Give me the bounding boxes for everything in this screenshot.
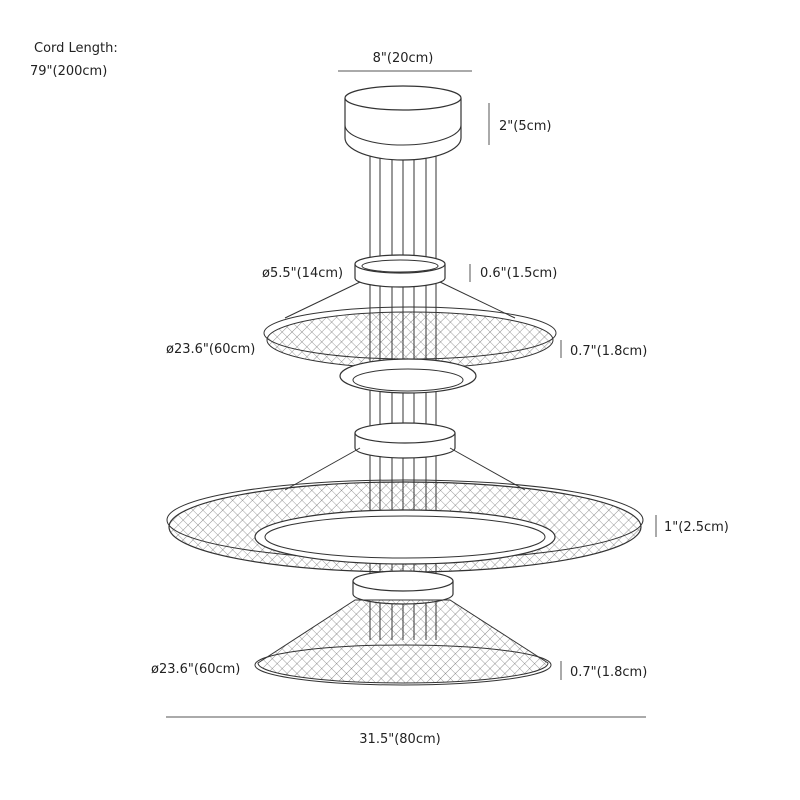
middle-shade — [166, 447, 644, 573]
dimension-lines — [166, 70, 657, 718]
overall-width-label: 31.5"(80cm) — [359, 732, 440, 747]
canopy-width-label: 8"(20cm) — [373, 51, 434, 66]
cord-length-value: 79"(200cm) — [30, 64, 107, 79]
top-ring — [354, 254, 446, 288]
cord-length-label: Cord Length: — [34, 41, 118, 56]
lower-ring — [352, 570, 454, 605]
top-ring-diameter-label: ø5.5"(14cm) — [262, 266, 343, 281]
lower-shade-diameter-label: ø23.6"(60cm) — [151, 662, 240, 677]
lower-shade-height-label: 0.7"(1.8cm) — [570, 665, 647, 680]
upper-shade-diameter-label: ø23.6"(60cm) — [166, 342, 255, 357]
upper-shade — [263, 281, 557, 394]
canopy-height-label: 2"(5cm) — [499, 119, 551, 134]
upper-shade-height-label: 0.7"(1.8cm) — [570, 344, 647, 359]
lower-shade — [254, 599, 552, 686]
top-ring-height-label: 0.6"(1.5cm) — [480, 266, 557, 281]
middle-ring — [354, 422, 456, 459]
middle-shade-height-label: 1"(2.5cm) — [664, 520, 729, 535]
canopy — [344, 85, 462, 161]
